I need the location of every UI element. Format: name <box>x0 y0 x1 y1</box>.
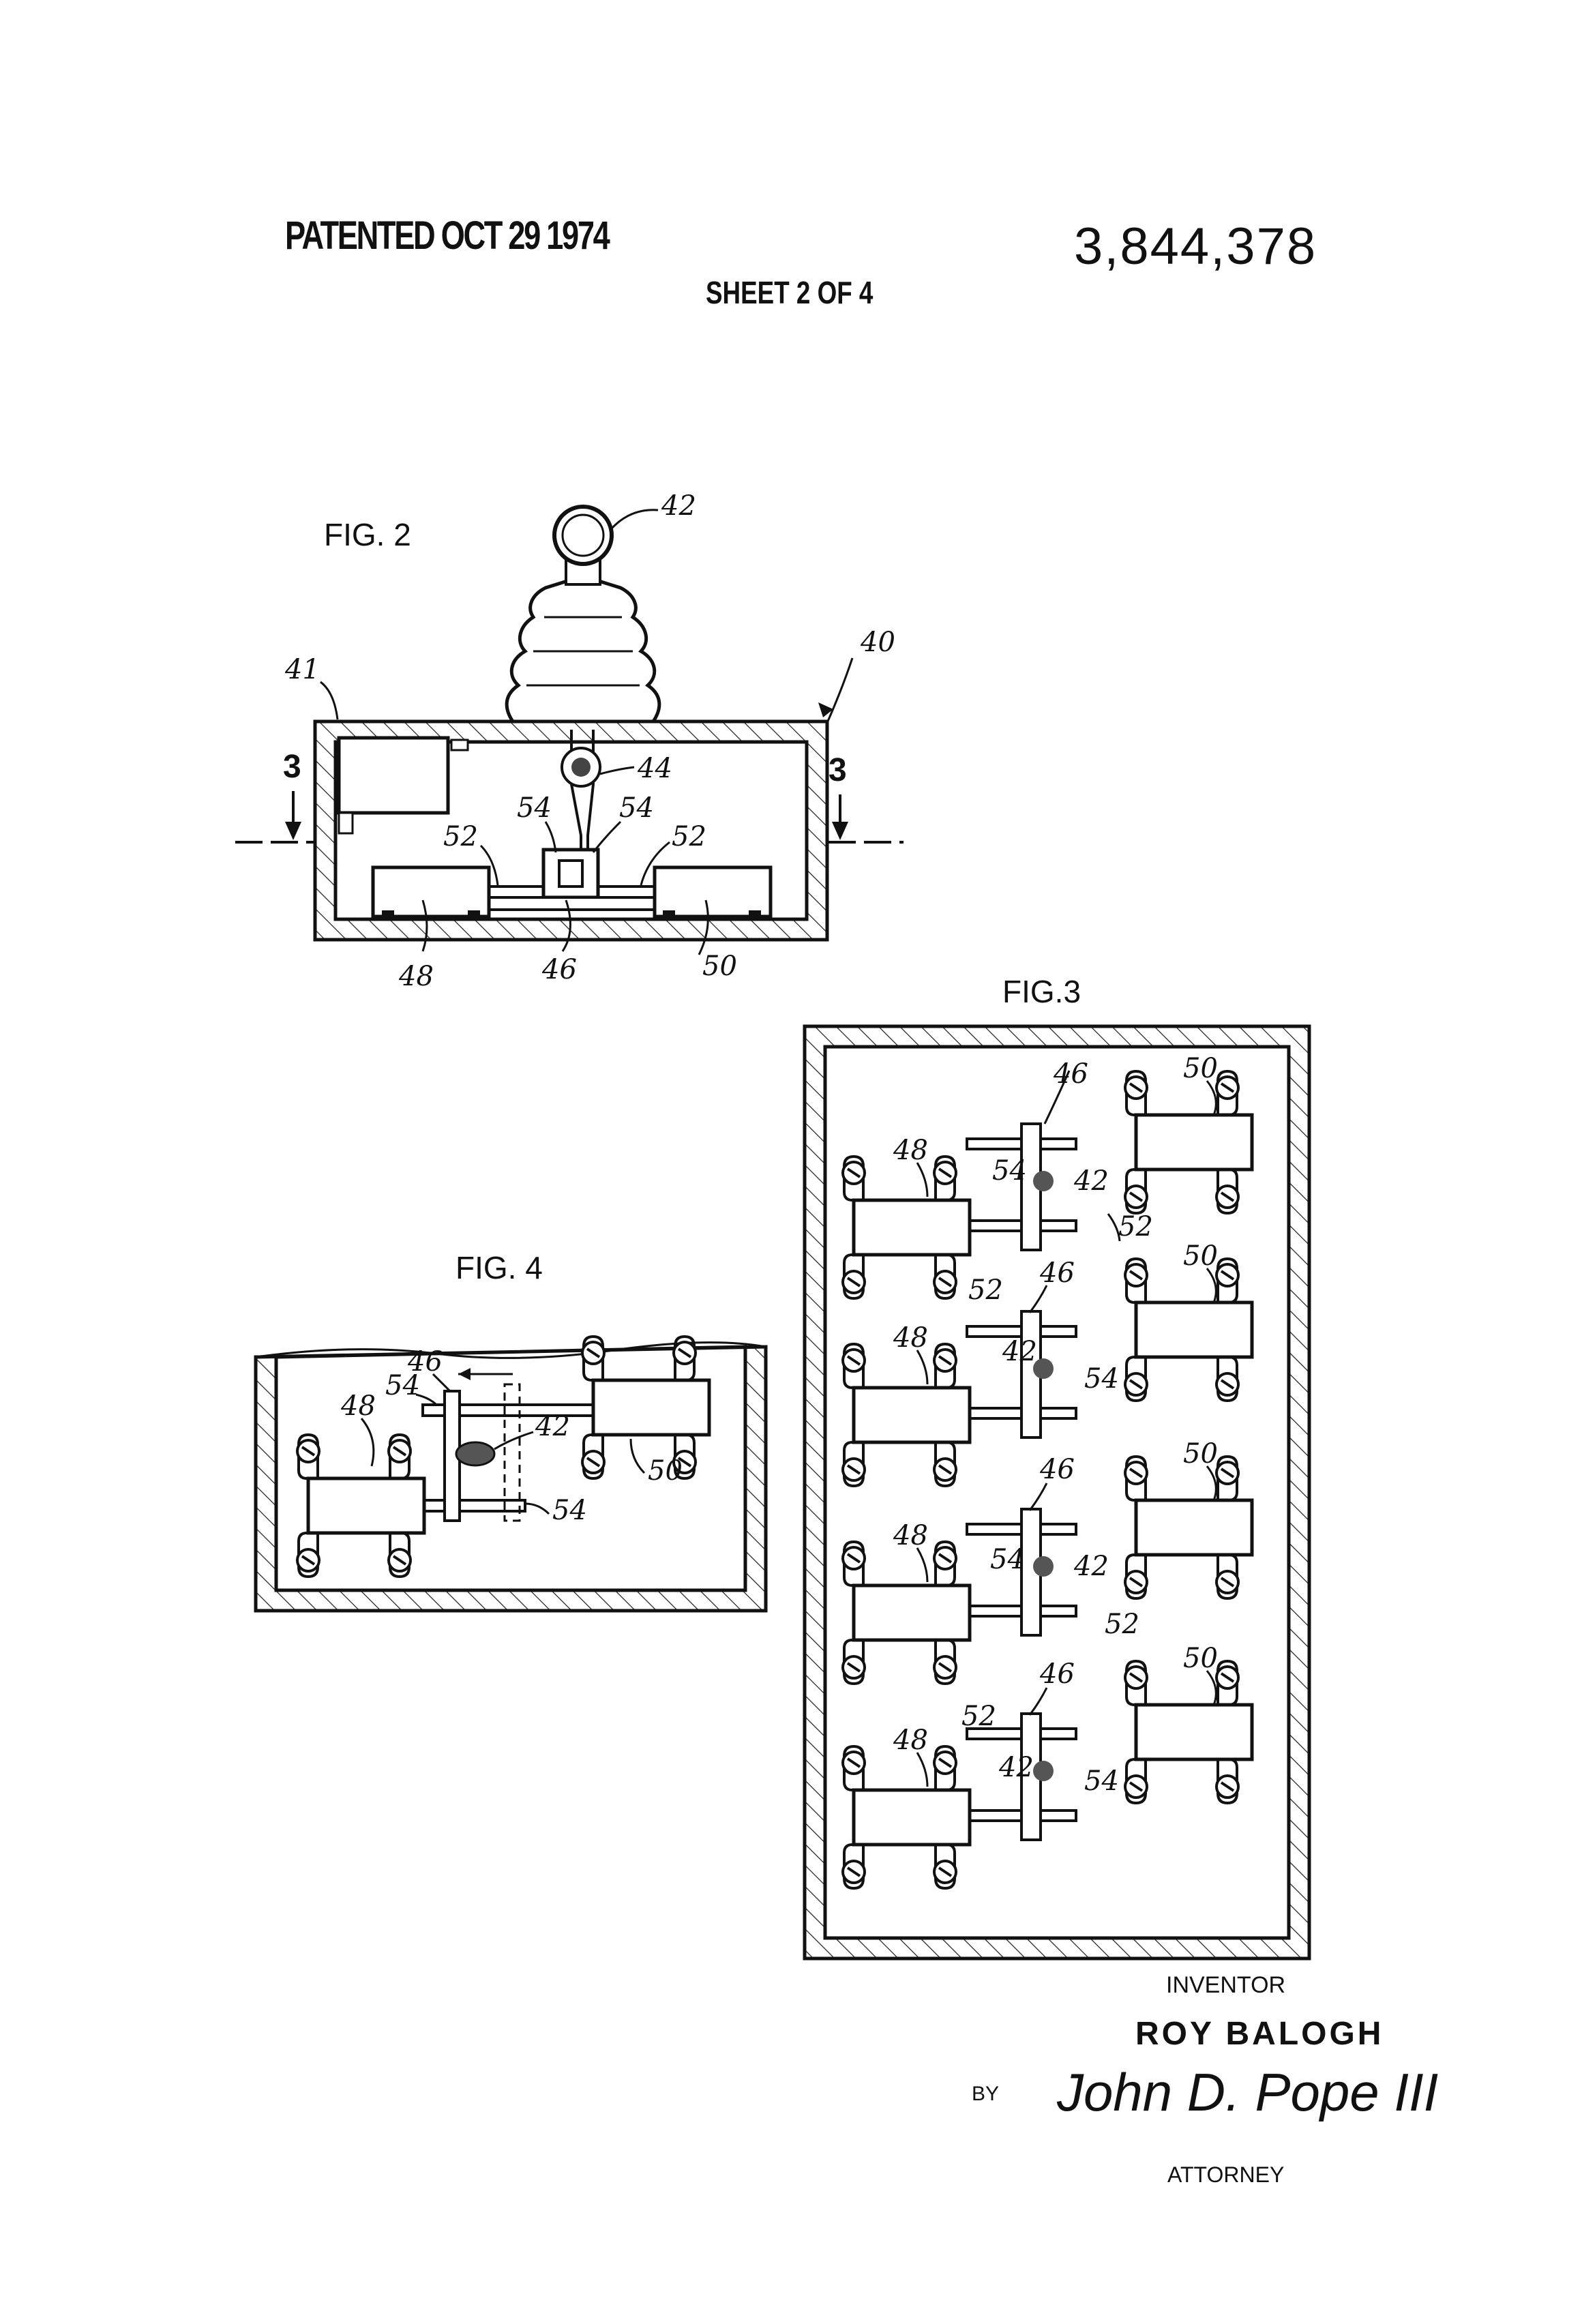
fig2-ref-50: 50 <box>702 951 737 982</box>
svg-text:3: 3 <box>829 752 847 788</box>
reference-numeral: 50 <box>1183 1643 1218 1674</box>
fig2-ref-42: 42 <box>661 490 696 522</box>
fig2-ref-48: 48 <box>398 961 434 992</box>
fig2-ref-54-right: 54 <box>619 792 654 824</box>
fig2-shaft <box>488 896 656 911</box>
by-label: BY <box>972 2083 999 2105</box>
patent-number: 3,844,378 <box>1074 218 1317 275</box>
fig2-switch-right <box>653 865 773 919</box>
fig3-housing <box>803 1024 1311 1961</box>
reference-numeral: 48 <box>893 1725 928 1756</box>
reference-numeral: 46 <box>1053 1058 1088 1090</box>
inventor-block: INVENTOR ROY BALOGH BY John D. Pope III … <box>972 1972 1438 2187</box>
reference-numeral: 52 <box>961 1701 996 1732</box>
fig2-label: FIG. 2 <box>324 517 411 552</box>
patent-date: PATENTED OCT 29 1974 <box>285 213 610 258</box>
fig4-switch-left <box>297 1435 424 1577</box>
reference-numeral: 52 <box>1118 1211 1153 1242</box>
reference-numeral: 48 <box>893 1520 928 1551</box>
reference-numeral: 54 <box>992 1155 1027 1187</box>
fig2-section-marker-right: 3 <box>829 752 904 844</box>
fig3-unit-4: 46 50 48 52 42 54 <box>843 1643 1252 1888</box>
reference-numeral: 54 <box>990 1544 1025 1575</box>
reference-numeral: 42 <box>998 1752 1034 1783</box>
fig2-ref-44: 44 <box>637 753 672 784</box>
reference-numeral: 50 <box>1183 1240 1218 1272</box>
fig4-ref-50: 50 <box>648 1455 683 1487</box>
inventor-name: ROY BALOGH <box>1135 2016 1384 2052</box>
fig3: FIG.3 46 50 48 54 42 52 <box>803 974 1311 1961</box>
fig4-pin <box>455 1441 496 1467</box>
fig2-switch-left <box>371 865 491 919</box>
fig4-switch-right <box>582 1337 709 1478</box>
attorney-label: ATTORNEY <box>1167 2162 1284 2187</box>
fig2-housing <box>313 719 829 942</box>
fig2: FIG. 2 3 <box>235 490 904 992</box>
reference-numeral: 46 <box>1039 1658 1075 1690</box>
reference-numeral: 48 <box>893 1135 928 1166</box>
fig2-section-marker-left: 3 <box>235 749 314 844</box>
fig2-ref-40: 40 <box>860 627 895 658</box>
sheet-number: SHEET 2 OF 4 <box>706 275 874 310</box>
reference-numeral: 54 <box>1084 1363 1119 1395</box>
reference-numeral: 46 <box>1039 1257 1075 1289</box>
reference-numeral: 50 <box>1183 1438 1218 1470</box>
fig2-ref-52-left: 52 <box>443 821 478 852</box>
fig3-unit-3: 46 50 48 54 42 52 <box>843 1438 1252 1684</box>
reference-numeral: 42 <box>1073 1551 1109 1582</box>
fig3-label: FIG.3 <box>1002 974 1081 1009</box>
reference-numeral: 52 <box>968 1275 1003 1306</box>
attorney-signature: John D. Pope III <box>1056 2062 1438 2122</box>
reference-numeral: 48 <box>893 1322 928 1354</box>
reference-numeral: 52 <box>1105 1609 1139 1640</box>
fig2-pivot-pin <box>571 758 591 777</box>
reference-numeral: 42 <box>1002 1336 1037 1367</box>
svg-text:3: 3 <box>283 749 301 785</box>
reference-numeral: 42 <box>1073 1165 1109 1197</box>
reference-numeral: 54 <box>1084 1766 1119 1797</box>
fig2-block <box>337 736 450 815</box>
fig2-ref-52-right: 52 <box>672 821 706 852</box>
fig4-ref-46: 46 <box>407 1346 443 1377</box>
fig4-ref-54-bottom: 54 <box>552 1495 587 1526</box>
fig4-label: FIG. 4 <box>456 1250 543 1285</box>
fig2-ref-46: 46 <box>541 954 577 985</box>
reference-numeral: 46 <box>1039 1454 1075 1485</box>
fig4-ref-54-top: 54 <box>385 1370 420 1401</box>
fig4-ref-42: 42 <box>535 1411 570 1442</box>
fig2-ref-54-left: 54 <box>517 792 552 824</box>
fig3-unit-1: 46 50 48 54 42 52 <box>843 1053 1252 1298</box>
fig2-ref-41: 41 <box>284 654 320 685</box>
fig3-unit-2: 46 50 48 52 42 54 <box>843 1240 1252 1486</box>
fig4-ref-48: 48 <box>340 1390 376 1422</box>
reference-numeral: 50 <box>1183 1053 1218 1084</box>
fig4: FIG. 4 46 54 42 48 50 54 <box>254 1250 768 1613</box>
inventor-caption: INVENTOR <box>1166 1972 1285 1998</box>
